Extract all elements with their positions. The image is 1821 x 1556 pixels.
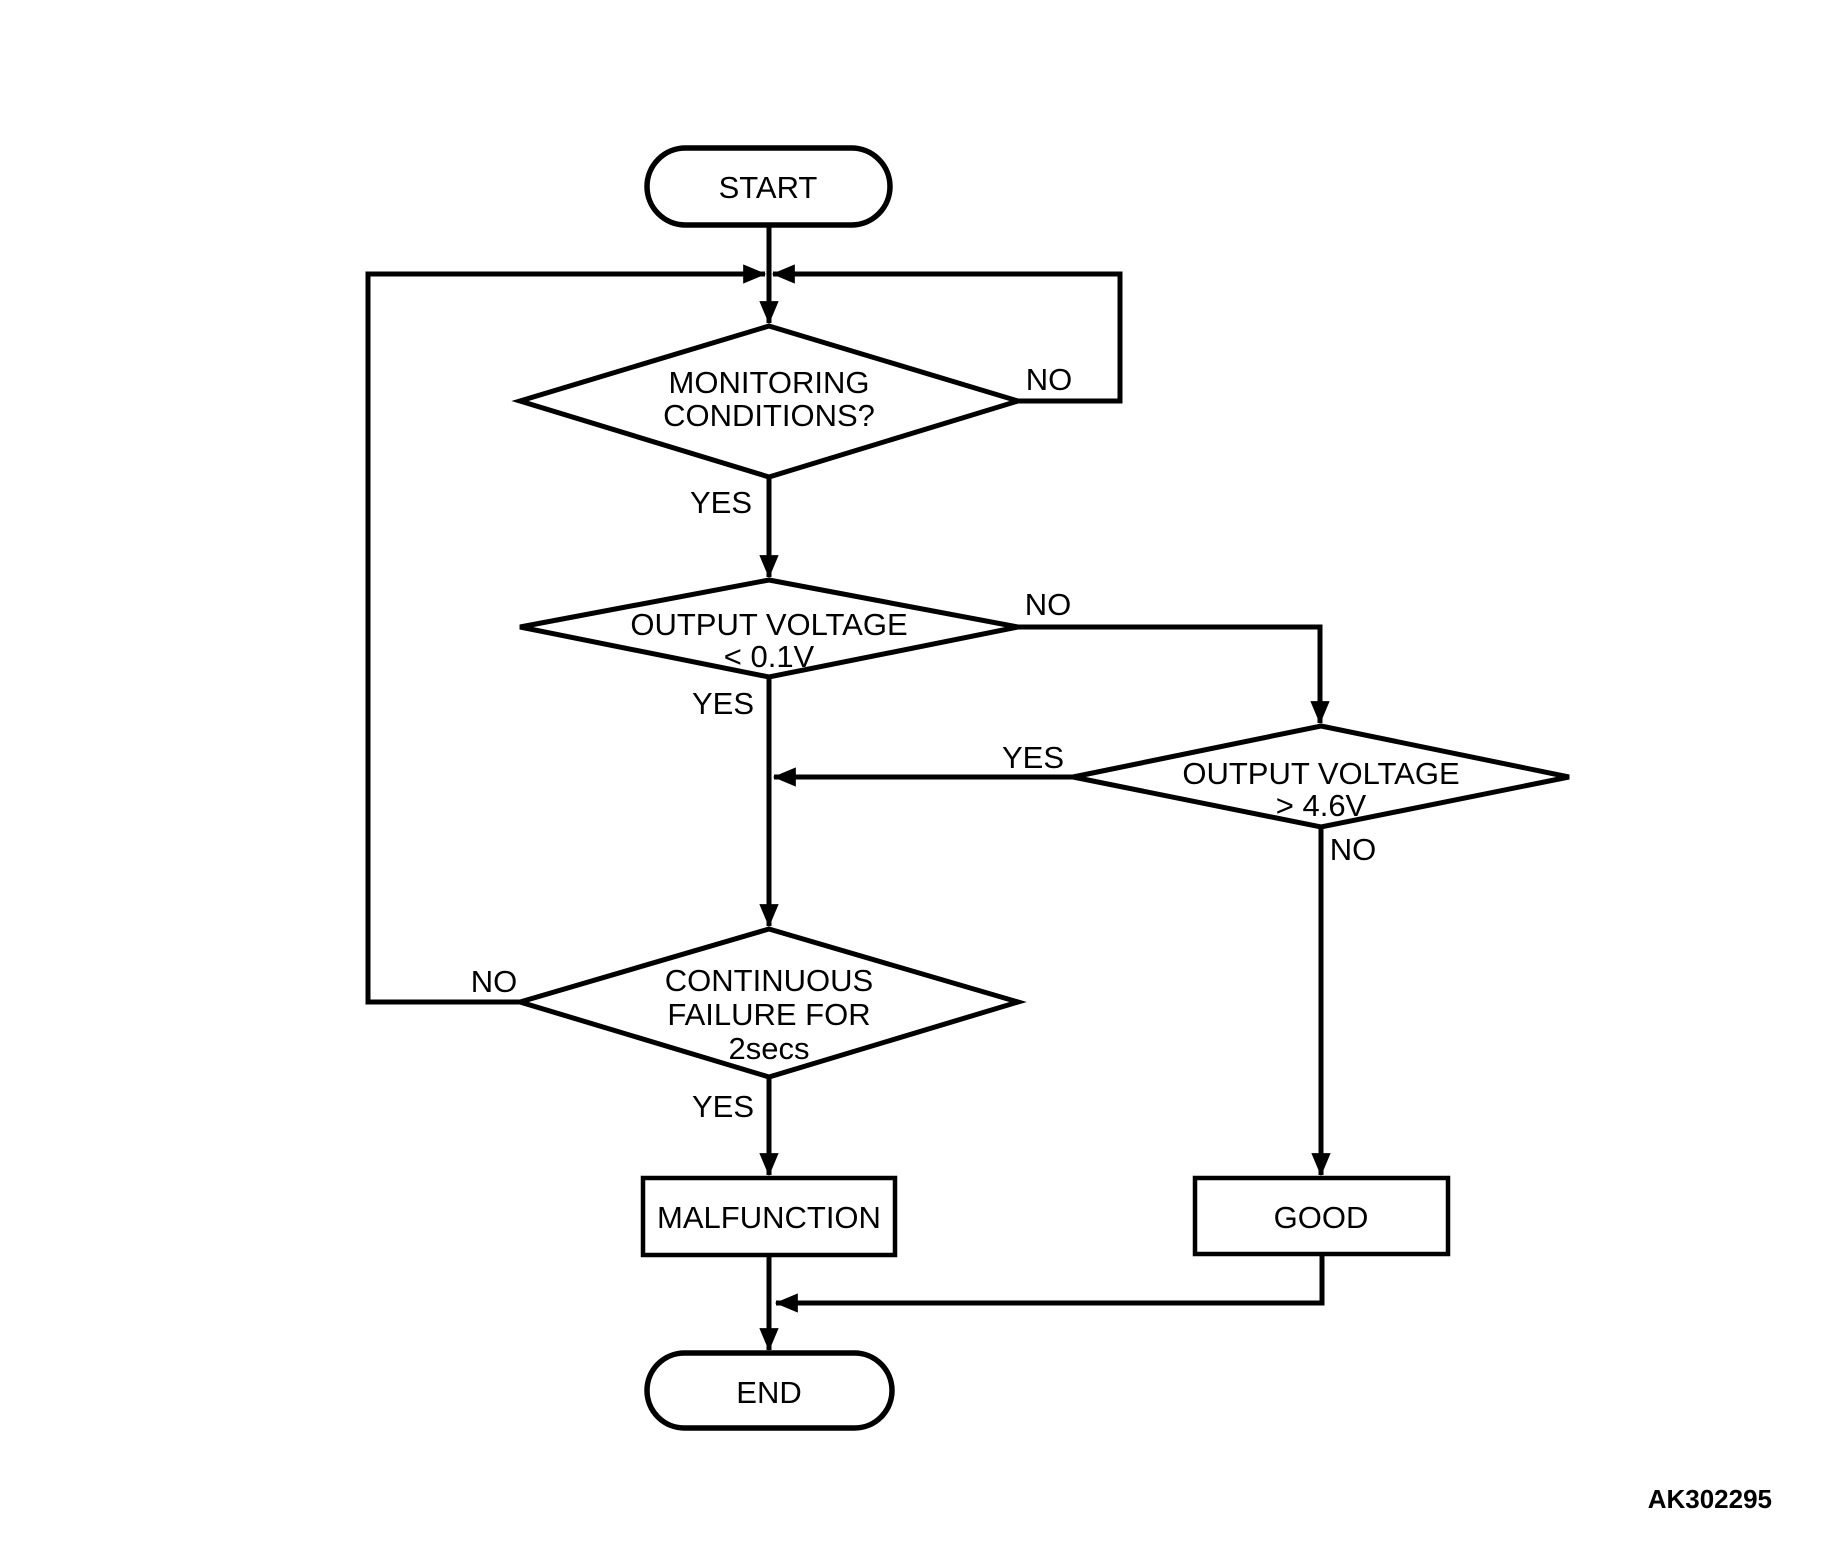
start-label: START: [719, 170, 818, 205]
start-terminator-shape: [644, 145, 893, 228]
node-malfunction: MALFUNCTION: [640, 1175, 898, 1258]
malfunction-process-shape: [640, 1175, 898, 1258]
node-good: GOOD: [1192, 1175, 1451, 1257]
continuous-label-line3: 2secs: [729, 1031, 810, 1066]
output-high-decision-shape: [1072, 723, 1570, 830]
node-monitoring-conditions: MONITORING CONDITIONS?: [511, 323, 1027, 480]
continuous-decision-shape: [511, 926, 1027, 1080]
monitoring-label-line1: MONITORING: [669, 365, 870, 400]
figure-id-label: AK302295: [1648, 1484, 1772, 1514]
output-low-decision-shape: [519, 577, 1019, 680]
edge-label-continuous-yes: YES: [692, 1089, 754, 1124]
edge-label-continuous-no: NO: [471, 964, 518, 999]
monitoring-label-line2: CONDITIONS?: [663, 398, 875, 433]
edge-label-output-high-no: NO: [1330, 832, 1377, 867]
output-high-label-line1: OUTPUT VOLTAGE: [1182, 756, 1459, 791]
edge-label-output-low-no: NO: [1025, 587, 1072, 622]
monitoring-decision-shape: [511, 323, 1027, 480]
edge-good-merge: [774, 1254, 1325, 1313]
end-terminator-shape: [644, 1350, 895, 1431]
node-continuous-failure: CONTINUOUS FAILURE FOR 2secs: [511, 926, 1027, 1080]
node-start: START: [644, 145, 893, 228]
node-output-voltage-low: OUTPUT VOLTAGE < 0.1V: [519, 577, 1019, 680]
edge-monitoring-no-loop: [771, 264, 1123, 404]
output-low-label-line2: < 0.1V: [724, 639, 815, 674]
edge-label-monitoring-no: NO: [1026, 362, 1073, 397]
edge-label-output-low-yes: YES: [692, 686, 754, 721]
output-high-label-line2: > 4.6V: [1276, 788, 1367, 823]
edge-output-low-no: [1018, 624, 1330, 725]
node-end: END: [644, 1350, 895, 1431]
good-label: GOOD: [1274, 1200, 1369, 1235]
output-low-label-line1: OUTPUT VOLTAGE: [630, 607, 907, 642]
end-label: END: [736, 1375, 801, 1410]
good-process-shape: [1192, 1175, 1451, 1257]
edge-continuous-no-loop: [365, 264, 767, 1005]
continuous-label-line1: CONTINUOUS: [665, 963, 873, 998]
node-output-voltage-high: OUTPUT VOLTAGE > 4.6V: [1072, 723, 1570, 830]
edge-label-output-high-yes: YES: [1002, 740, 1064, 775]
malfunction-label: MALFUNCTION: [657, 1200, 881, 1235]
continuous-label-line2: FAILURE FOR: [667, 997, 870, 1032]
edge-label-monitoring-yes: YES: [690, 485, 752, 520]
